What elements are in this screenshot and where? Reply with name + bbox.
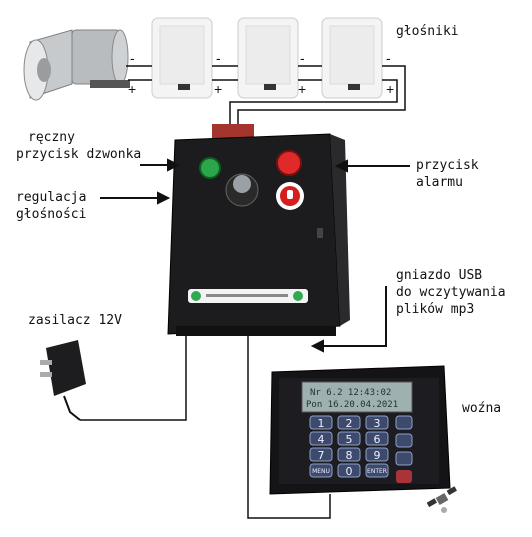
keypad-key[interactable]: 7: [309, 447, 333, 462]
keypad-key-label: MENU: [312, 468, 330, 475]
keypad-key-label: 6: [374, 433, 381, 446]
polarity-plus: +: [214, 81, 222, 97]
keypad-key-label: 0: [346, 465, 353, 478]
label-manual-button-1: ręczny: [28, 130, 75, 145]
label-volume-2: głośności: [16, 207, 87, 222]
polarity-minus: -: [130, 50, 135, 66]
keypad-side-button[interactable]: [395, 451, 413, 466]
keypad-key-label: 7: [318, 449, 325, 462]
power-adapter: [40, 340, 86, 421]
satellite-icon: [426, 486, 457, 513]
polarity-minus: -: [216, 50, 221, 66]
keypad-key-label: 5: [346, 433, 353, 446]
polarity-marks: - + - + - + - +: [128, 50, 394, 97]
volume-knob[interactable]: [225, 173, 259, 207]
keypad-key[interactable]: 2: [337, 415, 361, 430]
wall-speaker-2: [237, 17, 299, 99]
keypad-key[interactable]: 6: [365, 431, 389, 446]
polarity-minus: -: [386, 50, 391, 66]
keypad-key-label: 9: [374, 449, 381, 462]
brand-plate: [188, 289, 308, 303]
polarity-plus: +: [298, 81, 306, 97]
keypad-key[interactable]: 4: [309, 431, 333, 446]
keypad-key-label: 8: [346, 449, 353, 462]
usb-port: [317, 228, 323, 238]
keypad-key-label: 2: [346, 417, 353, 430]
alarm-button[interactable]: [276, 150, 302, 176]
keypad-key[interactable]: 1: [309, 415, 333, 430]
keypad-key[interactable]: 3: [365, 415, 389, 430]
label-alarm-2: alarmu: [416, 175, 463, 190]
keypad-key[interactable]: 8: [337, 447, 361, 462]
alarm-badge-icon: [276, 182, 304, 210]
keypad-power-button[interactable]: [396, 470, 412, 483]
label-speakers: głośniki: [396, 24, 459, 39]
wall-speaker-1: [151, 17, 213, 99]
label-volume-1: regulacja: [16, 190, 87, 205]
label-usb-1: gniazdo USB: [396, 268, 483, 283]
polarity-minus: -: [300, 50, 305, 66]
keypad-side-button[interactable]: [395, 415, 413, 430]
keypad-key[interactable]: 0: [337, 463, 361, 478]
arrows: [100, 158, 410, 353]
keypad-side-button[interactable]: [395, 433, 413, 448]
polarity-plus: +: [128, 81, 136, 97]
keypad-key-label: ENTER: [367, 468, 387, 475]
polarity-plus: +: [386, 81, 394, 97]
keypad-key[interactable]: 9: [365, 447, 389, 462]
keypad-key-label: 1: [318, 417, 325, 430]
label-janitor: woźna: [462, 401, 502, 416]
label-usb-3: plików mp3: [396, 302, 475, 317]
horn-speaker: [23, 29, 130, 101]
wall-speaker-3: [321, 17, 383, 99]
label-alarm-1: przycisk: [416, 158, 479, 173]
keypad-key[interactable]: 5: [337, 431, 361, 446]
label-manual-button-2: przycisk dzwonka: [16, 147, 142, 162]
keypad-key-label: 4: [318, 433, 325, 446]
keypad-key-label: 3: [374, 417, 381, 430]
lcd-line-1: Nr 6.2 12:43:02: [310, 388, 391, 398]
label-power: zasilacz 12V: [28, 313, 122, 328]
speaker-wires: [126, 65, 406, 130]
label-usb-2: do wczytywania: [396, 285, 506, 300]
manual-bell-button[interactable]: [199, 157, 221, 179]
power-wires: [80, 330, 331, 519]
keypad-key[interactable]: ENTER: [365, 463, 389, 478]
keypad-key[interactable]: MENU: [309, 463, 333, 478]
lcd-line-2: Pon 16.20.04.2021: [306, 400, 398, 410]
